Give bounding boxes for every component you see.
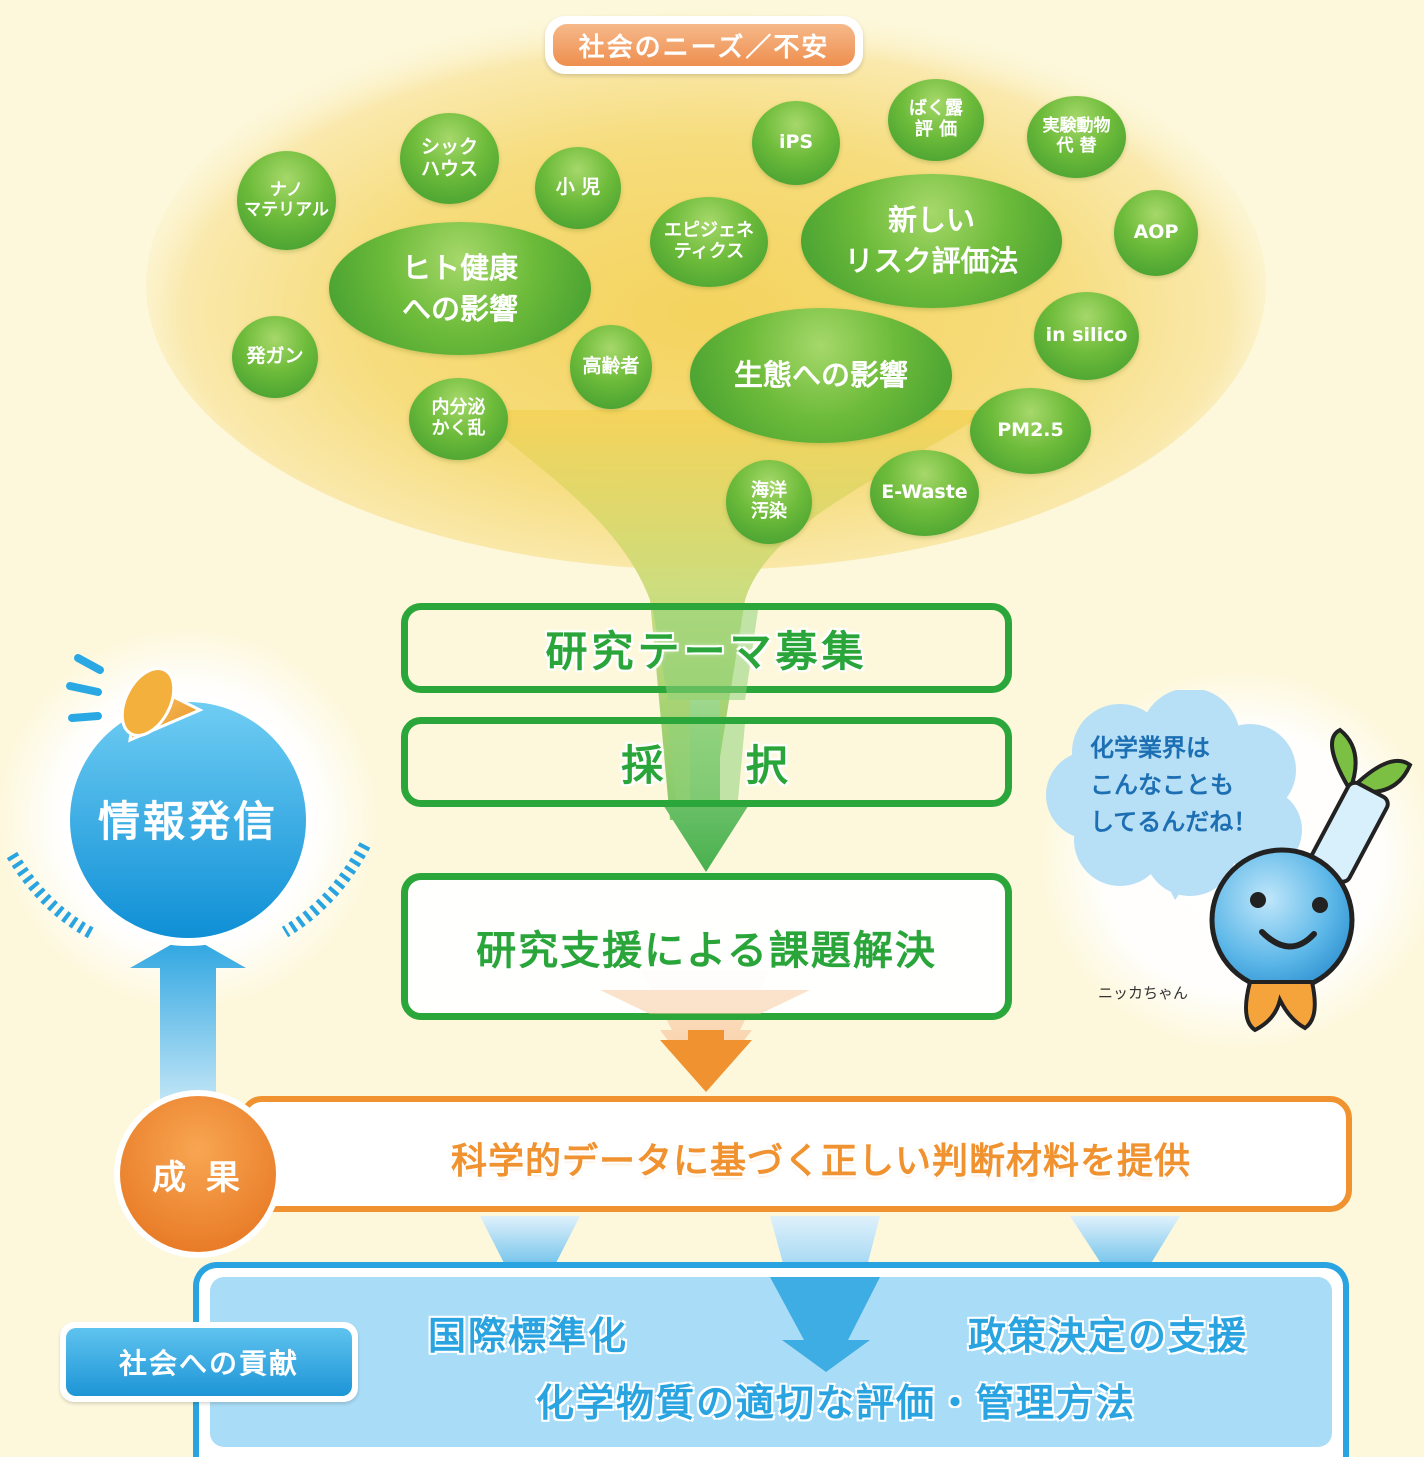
bubble-cancer: 発ガン: [232, 316, 318, 398]
mascot-name: ニッカちゃん: [1098, 984, 1189, 1002]
contribution-label: 社会への貢献: [66, 1328, 352, 1396]
info-graphics: [6, 654, 371, 946]
contribution-label-wrap: 社会への貢献: [60, 1322, 358, 1402]
bubble-exposure: ばく露 評 価: [888, 79, 984, 161]
bubble-eco-impact: 生態への影響: [690, 308, 952, 443]
bubble-nano: ナノ マテリアル: [237, 151, 336, 250]
step-solve-text: 研究支援による課題解決: [476, 927, 937, 974]
mascot-nikka-chan: [1209, 727, 1413, 1033]
down-arrow-3: [1070, 1216, 1180, 1300]
bubble-ewaste: E-Waste: [870, 450, 979, 536]
info-label: 情報発信: [97, 797, 278, 846]
contribution-item-management: 化学物質の適切な評価・管理方法: [536, 1381, 1137, 1425]
step-adopt-box: 採 択: [401, 717, 1012, 807]
bubble-endocrine: 内分泌 かく乱: [409, 378, 508, 460]
contribution-item-policy: 政策決定の支援: [968, 1314, 1249, 1358]
bubble-child: 小 児: [535, 147, 621, 229]
bubble-aop: AOP: [1114, 190, 1198, 276]
result-label: 成 果: [120, 1096, 276, 1252]
bubble-epigenetics: エピジェネ ティクス: [650, 197, 768, 287]
step-adopt-text: 採 択: [621, 740, 792, 790]
speech-cloud: [1046, 690, 1302, 900]
speech-text: 化学業界は こんなことも してるんだね！: [1090, 734, 1258, 837]
megaphone-icon: [120, 667, 204, 743]
up-arrow: [130, 935, 246, 1100]
result-box: [240, 1096, 1352, 1212]
bubble-pm25: PM2.5: [970, 388, 1091, 474]
bubble-ips: iPS: [752, 101, 840, 185]
bubble-new-risk: 新しい リスク評価法: [801, 174, 1062, 308]
contribution-item-standard: 国際標準化: [428, 1314, 629, 1358]
bubble-ocean: 海洋 汚染: [726, 460, 812, 544]
bubble-in-silico: in silico: [1034, 292, 1139, 380]
bubble-sick-house: シック ハウス: [400, 113, 499, 204]
bubble-human-health: ヒト健康 への影響: [329, 222, 591, 355]
step-recruit-box: 研究テーマ募集: [401, 603, 1012, 693]
step-solve-box: 研究支援による課題解決: [401, 873, 1012, 1020]
bubble-elderly: 高齢者: [570, 325, 652, 409]
bubble-animal-alt: 実験動物 代 替: [1027, 96, 1126, 178]
result-circle: 成 果: [114, 1090, 282, 1258]
needs-label: 社会のニーズ／不安: [545, 16, 863, 74]
step-recruit-text: 研究テーマ募集: [545, 626, 868, 676]
result-text: 科学的データに基づく正しい判断材料を提供: [450, 1141, 1191, 1182]
